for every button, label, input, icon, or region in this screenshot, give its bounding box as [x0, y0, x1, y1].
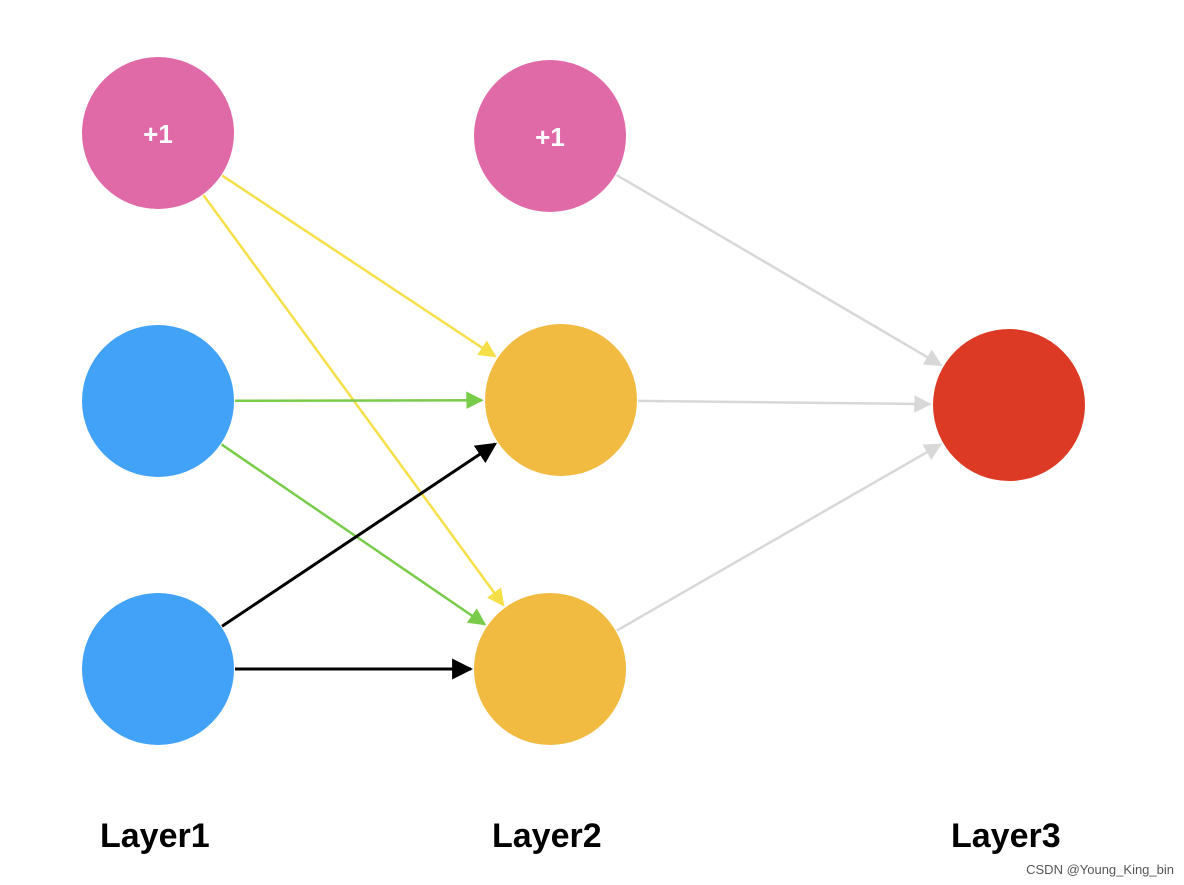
edge-l1-x2-to-l2-h1: [221, 442, 498, 628]
node-l3-out: [933, 329, 1085, 481]
edges: [202, 173, 943, 680]
node-l1-bias-label: +1: [143, 119, 173, 149]
layer2-label: Layer2: [492, 817, 602, 855]
watermark: CSDN @Young_King_bin: [1026, 862, 1174, 877]
node-l1-bias: +1: [82, 57, 234, 209]
node-l2-h1: [485, 324, 637, 476]
edge-l1-bias-to-l2-h1: [221, 174, 497, 358]
nodes: +1 +1: [82, 57, 1085, 745]
edge-l2-h2-to-l3-out: [616, 443, 943, 632]
node-l2-bias-label: +1: [535, 122, 565, 152]
node-l2-bias: +1: [474, 60, 626, 212]
node-l1-x1: [82, 325, 234, 477]
layer3-label: Layer3: [951, 817, 1061, 855]
node-l1-x2: [82, 593, 234, 745]
edge-l1-x1-to-l2-h1: [234, 391, 484, 409]
edge-l2-h1-to-l3-out: [637, 395, 932, 413]
node-l2-h2: [474, 593, 626, 745]
layer1-label: Layer1: [100, 817, 210, 855]
edge-l1-x1-to-l2-h2: [220, 443, 487, 626]
edge-l2-bias-to-l3-out: [615, 173, 943, 367]
